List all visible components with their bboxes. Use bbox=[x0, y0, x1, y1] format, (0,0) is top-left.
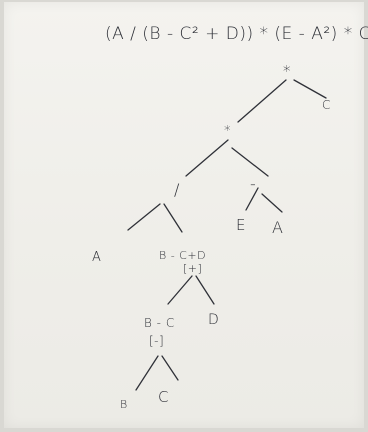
expression-title: (A / (B - C² + D)) * (E - A²) * C bbox=[105, 24, 368, 44]
divide-operator: / bbox=[174, 180, 180, 199]
branch-div-left bbox=[127, 203, 161, 231]
leaf-a-right: A bbox=[272, 218, 284, 237]
subtree-bcd-expression: B - C+D bbox=[159, 249, 207, 262]
leaf-c-right: C bbox=[322, 98, 331, 112]
branch-root-right bbox=[293, 79, 327, 99]
branch-bcd-left bbox=[167, 275, 193, 305]
root-operator: * bbox=[283, 62, 291, 80]
branch-mult-right bbox=[231, 147, 269, 177]
subtree-bc-expression: B - C bbox=[144, 316, 175, 330]
leaf-a-left: A bbox=[92, 250, 102, 265]
branch-div-right bbox=[163, 203, 183, 233]
leaf-b: B bbox=[120, 398, 128, 411]
branch-bcd-right bbox=[195, 275, 215, 305]
plus-operator: [+] bbox=[183, 262, 203, 275]
leaf-e: E bbox=[236, 216, 246, 234]
branch-minus-left bbox=[245, 187, 259, 211]
branch-root-left bbox=[237, 79, 287, 123]
paper-sheet bbox=[4, 2, 364, 428]
leaf-d: D bbox=[208, 312, 220, 328]
minus-operator: - bbox=[250, 174, 257, 193]
branch-bc-right bbox=[161, 355, 179, 381]
branch-bc-left bbox=[135, 355, 159, 391]
branch-mult-left bbox=[185, 139, 229, 177]
subtract-operator: [-] bbox=[149, 334, 165, 348]
leaf-c-bottom: C bbox=[158, 388, 169, 406]
multiply-operator: * bbox=[224, 124, 231, 139]
branch-minus-right bbox=[261, 193, 283, 213]
